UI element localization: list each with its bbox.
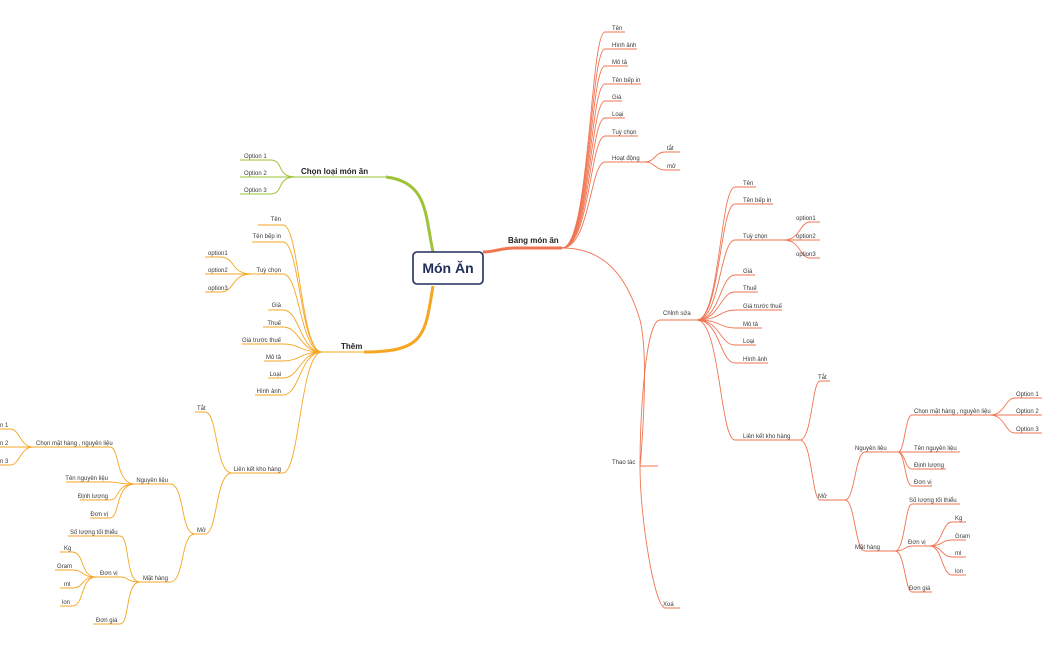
cs-so-luong-toi-thieu[interactable]: Số lượng tối thiểu (909, 497, 957, 504)
cs-tuy-chon[interactable]: Tuỳ chọn (743, 234, 767, 240)
hoat-dong-option[interactable]: mở (667, 163, 676, 170)
root-label: Món Ăn (422, 260, 473, 276)
cs-tuy-chon-option[interactable]: option1 (796, 216, 816, 222)
them-chon-option[interactable]: n 1 (0, 423, 9, 429)
them-lien-ket-kho-hang[interactable]: Liên kết kho hàng (234, 467, 281, 473)
bang-hoat-dong[interactable]: Hoạt động (612, 156, 640, 162)
them-don-gia[interactable]: Đơn giá (96, 618, 118, 624)
cs-lien-ket-kho-hang[interactable]: Liên kết kho hàng (743, 434, 790, 440)
branch-them: Thêm Tên Tên bếp in Tuỳ chọn option1 opt… (0, 217, 362, 624)
them-don-vi-2[interactable]: Đơn vị (100, 571, 118, 577)
them-loai[interactable]: Loại (270, 372, 281, 378)
them-gia[interactable]: Giá (272, 303, 282, 309)
cs-unit[interactable]: Gram (955, 534, 970, 540)
them-chon-mat-hang[interactable]: Chọn mặt hàng , nguyên liệu (36, 441, 113, 447)
them-mat-hang[interactable]: Mặt hàng (143, 576, 168, 582)
them-unit[interactable]: Kg (64, 546, 71, 552)
them-ten-nguyen-lieu[interactable]: Tên nguyên liệu (65, 476, 108, 482)
connectors-bang-mon-an (482, 31, 1042, 609)
them-tuy-chon[interactable]: Tuỳ chọn (257, 268, 281, 274)
bang-item-mo-ta[interactable]: Mô tả (612, 60, 628, 66)
them-unit[interactable]: Gram (57, 564, 72, 570)
cs-nguyen-lieu[interactable]: Nguyên liệu (855, 446, 887, 452)
cs-ten-nguyen-lieu[interactable]: Tên nguyên liệu (914, 446, 957, 452)
cs-thue[interactable]: Thuế (743, 286, 757, 292)
cs-ten-bep-in[interactable]: Tên bếp in (743, 198, 771, 204)
them-chon-option[interactable]: n 2 (0, 441, 9, 447)
them-thue[interactable]: Thuế (267, 321, 281, 327)
them-mo[interactable]: Mở (197, 527, 206, 534)
cs-gia[interactable]: Giá (743, 269, 753, 275)
them-mo-ta[interactable]: Mô tả (266, 355, 282, 361)
them-ten-bep-in[interactable]: Tên bếp in (253, 234, 281, 240)
them-gia-truoc-thue[interactable]: Giá trước thuế (242, 338, 282, 344)
cs-tuy-chon-option[interactable]: option2 (796, 234, 816, 240)
bang-xoa[interactable]: Xoá (663, 602, 674, 608)
branch-bang-mon-an: Bảng món ăn Tên Hình ảnh Mô tả Tên bếp i… (508, 26, 1039, 608)
them-ten[interactable]: Tên (271, 217, 281, 223)
cs-chon-option[interactable]: Option 3 (1016, 427, 1039, 433)
them-unit[interactable]: lon (62, 600, 70, 606)
cs-hinh-anh[interactable]: Hình ảnh (743, 357, 767, 363)
bang-item-ten-bep-in[interactable]: Tên bếp in (612, 78, 640, 84)
chon-loai-option[interactable]: Option 2 (244, 171, 267, 177)
cs-unit[interactable]: Kg (955, 516, 962, 522)
connectors-them (0, 224, 435, 625)
them-nguyen-lieu[interactable]: Nguyên liệu (136, 478, 168, 484)
them-don-vi[interactable]: Đơn vị (90, 512, 108, 518)
cs-unit[interactable]: ml (955, 551, 961, 557)
cs-mat-hang[interactable]: Mặt hàng (855, 545, 880, 551)
root-node[interactable]: Món Ăn (412, 251, 484, 285)
chon-loai-option[interactable]: Option 1 (244, 154, 267, 160)
root-box (412, 251, 484, 285)
cs-mo[interactable]: Mở (818, 493, 827, 500)
bang-item-ten[interactable]: Tên (612, 26, 622, 32)
them-so-luong-toi-thieu[interactable]: Số lượng tối thiểu (70, 529, 118, 536)
chon-loai-option[interactable]: Option 3 (244, 188, 267, 194)
cs-dinh-luong[interactable]: Định lượng (914, 463, 944, 469)
cs-chon-option[interactable]: Option 2 (1016, 409, 1039, 415)
them-hinh-anh[interactable]: Hình ảnh (257, 389, 281, 395)
cs-loai[interactable]: Loại (743, 339, 754, 345)
them-label[interactable]: Thêm (341, 342, 362, 351)
them-tuy-chon-option[interactable]: option3 (208, 286, 228, 292)
them-unit[interactable]: ml (64, 582, 70, 588)
cs-ten[interactable]: Tên (743, 181, 753, 187)
chon-loai-label[interactable]: Chọn loại món ăn (301, 167, 368, 176)
cs-tat[interactable]: Tắt (818, 374, 827, 381)
bang-chinh-sua[interactable]: Chỉnh sửa (663, 310, 691, 317)
bang-thao-tac[interactable]: Thao tác (612, 460, 635, 466)
cs-don-vi-2[interactable]: Đơn vị (908, 540, 926, 546)
cs-mo-ta[interactable]: Mô tả (743, 322, 759, 328)
cs-chon-mat-hang[interactable]: Chọn mặt hàng , nguyên liệu (914, 409, 991, 415)
bang-item-hinh-anh[interactable]: Hình ảnh (612, 43, 636, 49)
cs-gia-truoc-thue[interactable]: Giá trước thuế (743, 304, 783, 310)
cs-don-gia[interactable]: Đơn giá (909, 586, 931, 592)
cs-chon-option[interactable]: Option 1 (1016, 392, 1039, 398)
bang-item-tuy-chon[interactable]: Tuỳ chọn (612, 130, 636, 136)
cs-unit[interactable]: lon (955, 569, 963, 575)
them-tat[interactable]: Tắt (197, 405, 206, 412)
bang-item-loai[interactable]: Loại (612, 112, 623, 118)
connectors-chon-loai (240, 159, 435, 253)
them-tuy-chon-option[interactable]: option1 (208, 251, 228, 257)
cs-tuy-chon-option[interactable]: option3 (796, 252, 816, 258)
hoat-dong-option[interactable]: tắt (667, 145, 674, 152)
them-tuy-chon-option[interactable]: option2 (208, 268, 228, 274)
cs-don-vi[interactable]: Đơn vị (914, 480, 932, 486)
branch-chon-loai: Chọn loại món ăn Option 1 Option 2 Optio… (244, 154, 368, 194)
bang-mon-an-label[interactable]: Bảng món ăn (508, 236, 559, 245)
bang-item-gia[interactable]: Giá (612, 95, 622, 101)
them-dinh-luong[interactable]: Định lượng (78, 494, 108, 500)
them-chon-option[interactable]: n 3 (0, 459, 9, 465)
